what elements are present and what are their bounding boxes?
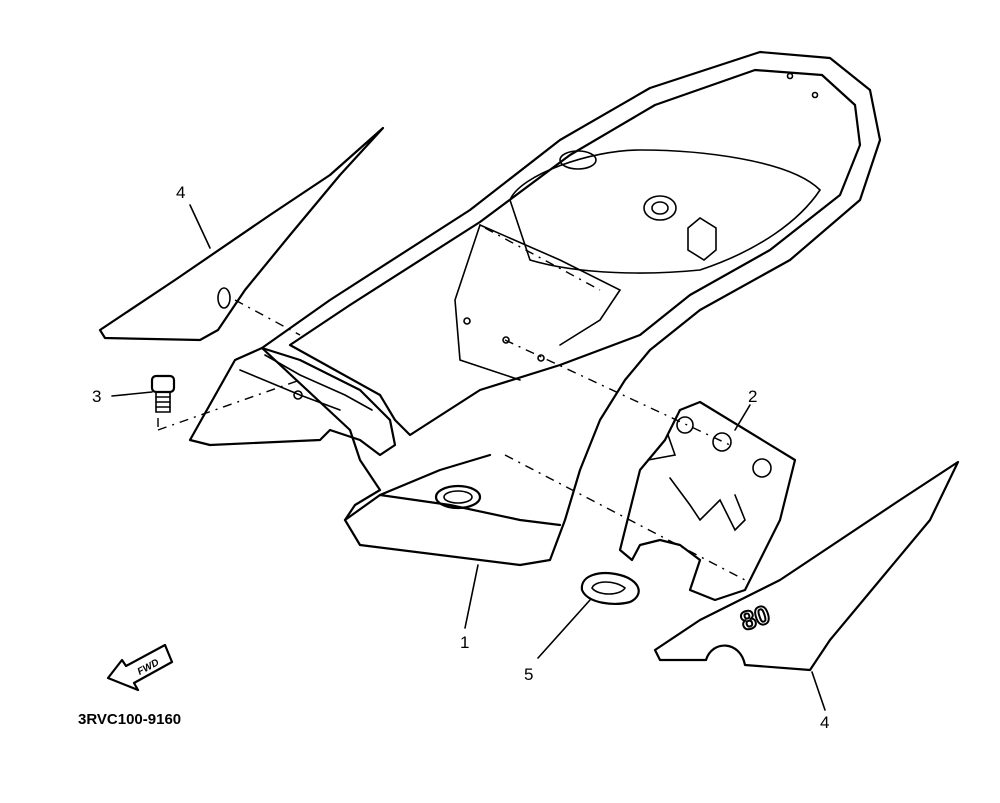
leader-lines (111, 204, 826, 711)
decal-number: 80 (737, 599, 774, 636)
callout-4-upper: 4 (176, 183, 185, 202)
bracket-plate-part-2 (618, 400, 797, 602)
callout-2: 2 (748, 387, 757, 406)
callout-3: 3 (92, 387, 101, 406)
callout-5: 5 (524, 665, 533, 684)
callout-4-lower: 4 (820, 713, 829, 732)
alignment-lines (157, 227, 746, 581)
bolt-part-3 (150, 374, 176, 413)
side-decal-part-4-left (98, 126, 385, 342)
callout-1: 1 (460, 633, 469, 652)
side-decal-part-4-right: 80 (653, 460, 960, 672)
rear-fender-part-1 (188, 50, 882, 567)
part-code: 3RVC100-9160 (78, 711, 181, 728)
forward-arrow-icon: FWD (106, 643, 174, 692)
grommet-part-5 (580, 572, 640, 605)
